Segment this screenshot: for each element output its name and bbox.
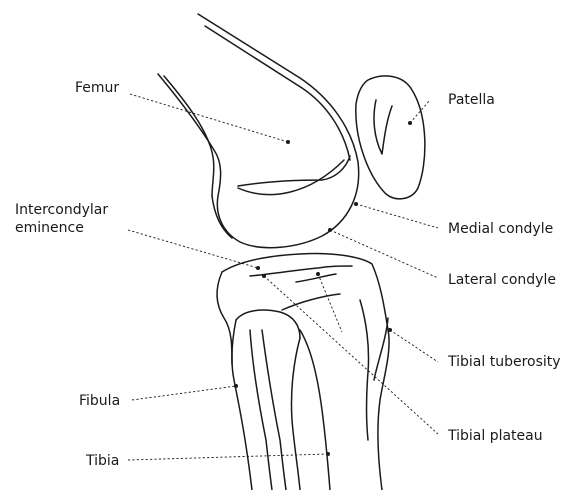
leader-tibial-tuberosity (390, 330, 438, 362)
label-tibia: Tibia (86, 453, 119, 470)
label-patella: Patella (448, 92, 495, 109)
label-intercondylar-line1: Intercondylar (15, 202, 108, 219)
label-intercondylar-line2: eminence (15, 220, 84, 237)
dot-fibula (234, 384, 238, 388)
dot-tibial-tuberosity (388, 328, 392, 332)
leader-lines (128, 94, 438, 460)
dot-patella (408, 121, 412, 125)
leader-medial-condyle (356, 204, 438, 228)
leader-tibia (128, 454, 328, 460)
label-fibula: Fibula (79, 393, 120, 410)
dot-tibial-plateau-a (262, 274, 266, 278)
leader-fibula (132, 386, 236, 400)
label-lateral-condyle: Lateral condyle (448, 272, 556, 289)
leader-patella (410, 100, 430, 123)
patella-bone (356, 76, 425, 199)
dot-intercondylar (256, 266, 260, 270)
label-medial-condyle: Medial condyle (448, 221, 553, 238)
femur-bone (158, 14, 359, 248)
label-tibial-tuberosity: Tibial tuberosity (448, 354, 561, 371)
dot-lateral-condyle (328, 228, 332, 232)
leader-femur (130, 94, 288, 142)
dot-medial-condyle (354, 202, 358, 206)
label-femur: Femur (75, 80, 119, 97)
dot-tibia (326, 452, 330, 456)
leader-tibial-plateau-b (318, 274, 342, 332)
label-tibial-plateau: Tibial plateau (448, 428, 543, 445)
dot-femur (286, 140, 290, 144)
dot-tibial-plateau-b (316, 272, 320, 276)
leader-intercondylar (128, 230, 258, 268)
marker-dots (234, 121, 412, 456)
leader-tibial-plateau-a (264, 276, 438, 434)
tibia-bone (217, 253, 389, 490)
fibula-bone (232, 310, 300, 490)
leader-lateral-condyle (330, 230, 438, 278)
